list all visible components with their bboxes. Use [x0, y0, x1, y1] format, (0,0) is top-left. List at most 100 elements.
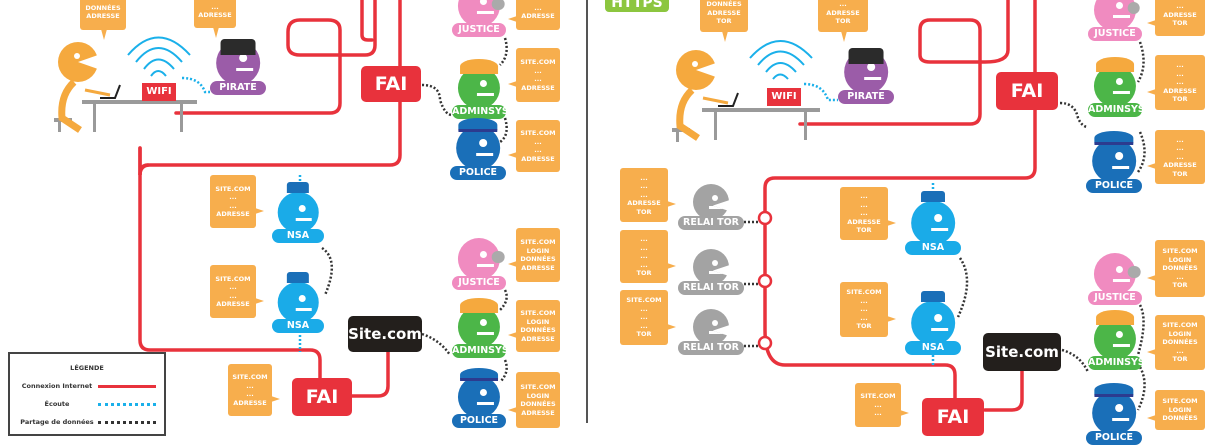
bubble-line: ...	[640, 313, 648, 322]
bubble-line: SITE.COM	[626, 296, 662, 305]
police-head-icon	[1092, 391, 1136, 435]
partage-line	[421, 83, 453, 117]
character-label: POLICE	[450, 166, 506, 180]
character-nsa: NSA	[272, 178, 324, 243]
character-label: ADMINSYS	[1088, 356, 1145, 370]
character-justice: JUSTICE	[1088, 245, 1142, 305]
bubble-line: SITE.COM	[846, 288, 882, 297]
judge-wig-icon	[1127, 265, 1141, 279]
bubble-line: SITE.COM	[520, 129, 556, 137]
bubble-line: ADRESSE	[521, 334, 555, 343]
character-adminsys: ADMINSYS	[1088, 52, 1145, 117]
character-label: POLICE	[1086, 431, 1142, 445]
bubble-line: TOR	[1172, 281, 1188, 290]
character-relai-tor: RELAI TOR	[678, 305, 744, 355]
character-police: POLICE	[1086, 383, 1142, 445]
bubble-line: ...	[534, 146, 542, 154]
bubble-line: ...	[1176, 135, 1184, 144]
info-bubble: SITE.COM......ADRESSE	[508, 48, 560, 102]
fai-node-bottom: FAI	[292, 378, 352, 416]
partage-line	[499, 117, 508, 144]
character-adminsys: ADMINSYS	[452, 296, 509, 358]
bubble-line: ...	[1176, 272, 1184, 281]
hard-hat-icon	[460, 297, 498, 313]
bubble-line: SITE.COM	[215, 184, 251, 193]
bubble-line: TOR	[636, 330, 652, 339]
bubble-line: ...	[534, 66, 542, 75]
bubble-line: ...	[246, 390, 254, 398]
character-label: JUSTICE	[1088, 27, 1142, 41]
bubble-line: ADRESSE	[1163, 86, 1197, 95]
bandit-hat-icon	[848, 48, 884, 64]
bubble-line: ...	[229, 193, 237, 201]
fai-node-top: FAI	[996, 72, 1058, 110]
bubble-line: DONNÉES	[1162, 264, 1198, 273]
bubble-line: TOR	[856, 322, 872, 331]
wifi-router: WIFI	[142, 83, 176, 101]
hard-hat-icon	[1096, 309, 1134, 325]
character-relai-tor: RELAI TOR	[678, 180, 744, 230]
https-badge: HTTPS	[605, 0, 669, 12]
character-label: NSA	[905, 341, 961, 355]
character-pirate: PIRATE	[838, 38, 894, 104]
partage-line	[499, 359, 508, 383]
bubble-line: ADRESSE	[521, 408, 555, 417]
bubble-line: ...	[860, 305, 868, 314]
ecoute-line	[803, 82, 838, 102]
bubble-line: DONNÉES	[85, 3, 121, 12]
police-head-icon	[1092, 139, 1136, 183]
info-bubble: ...ADRESSE	[194, 0, 236, 38]
adminsys-head-icon	[1093, 317, 1137, 360]
bubble-line: ...	[534, 75, 542, 83]
info-bubble: ...ADRESSE	[508, 0, 560, 30]
bubble-line: ...	[640, 243, 648, 252]
partage-line	[321, 246, 333, 296]
bubble-line: ...	[229, 201, 237, 210]
tor-node	[757, 273, 773, 289]
bubble-line: ...	[839, 0, 847, 9]
character-label: JUSTICE	[452, 23, 506, 37]
bubble-line: ...	[860, 209, 868, 218]
police-cap-icon	[460, 367, 498, 382]
site-node: Site.com	[983, 333, 1061, 371]
bubble-line: ...	[534, 3, 542, 12]
bubble-line: ADRESSE	[216, 300, 250, 308]
bubble-line: SITE.COM	[1162, 321, 1198, 330]
fai-node-top: FAI	[361, 66, 421, 102]
bubble-line: ADRESSE	[198, 11, 232, 19]
adminsys-head-icon	[1093, 64, 1137, 107]
bubble-line: LOGIN	[1168, 405, 1192, 414]
bubble-line: DONNÉES	[520, 400, 556, 408]
bubble-line: ...	[860, 200, 868, 209]
character-label: RELAI TOR	[678, 341, 744, 355]
info-bubble: SITE.COM......ADRESSE	[210, 265, 264, 318]
partage-line	[956, 257, 969, 318]
wifi-signal-icon	[127, 36, 813, 80]
character-label: ADMINSYS	[452, 105, 509, 119]
nsa-hat-icon	[920, 191, 946, 203]
partage-line	[499, 289, 508, 311]
internet-line	[360, 0, 374, 42]
wifi-router: WIFI	[767, 88, 801, 106]
character-justice: JUSTICE	[1088, 0, 1142, 41]
bubble-line: LOGIN	[526, 391, 550, 400]
police-head-icon	[456, 126, 500, 170]
bubble-line: ...	[246, 381, 254, 390]
legend-label: Écoute	[44, 400, 70, 408]
tor-node	[757, 335, 773, 351]
info-bubble: SITE.COM......ADRESSE	[508, 120, 560, 172]
character-nsa: NSA	[272, 268, 324, 333]
character-adminsys: ADMINSYS	[452, 55, 509, 119]
bubble-line: TOR	[1172, 19, 1188, 28]
partage-line	[1136, 41, 1145, 83]
bubble-line: ...	[1176, 152, 1184, 161]
bubble-line: SITE.COM	[1162, 397, 1198, 406]
